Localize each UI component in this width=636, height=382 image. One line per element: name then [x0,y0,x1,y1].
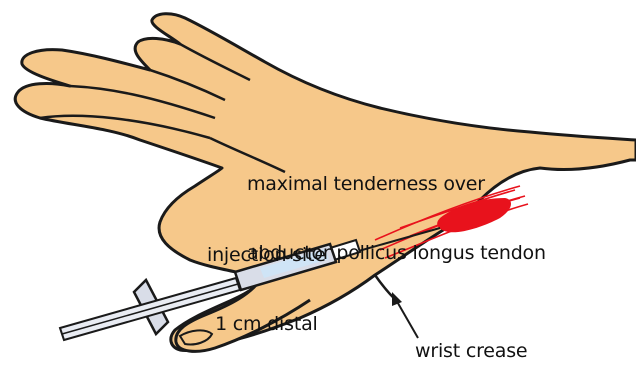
wrist-crease-label: wrist crease [415,340,527,363]
injection-label-line-2: 1 cm distal [207,313,326,336]
tenderness-label-line-1: maximal tenderness over [247,173,546,196]
injection-site-label: injection site 1 cm distal [207,198,326,382]
injection-label-line-1: injection site [207,244,326,267]
